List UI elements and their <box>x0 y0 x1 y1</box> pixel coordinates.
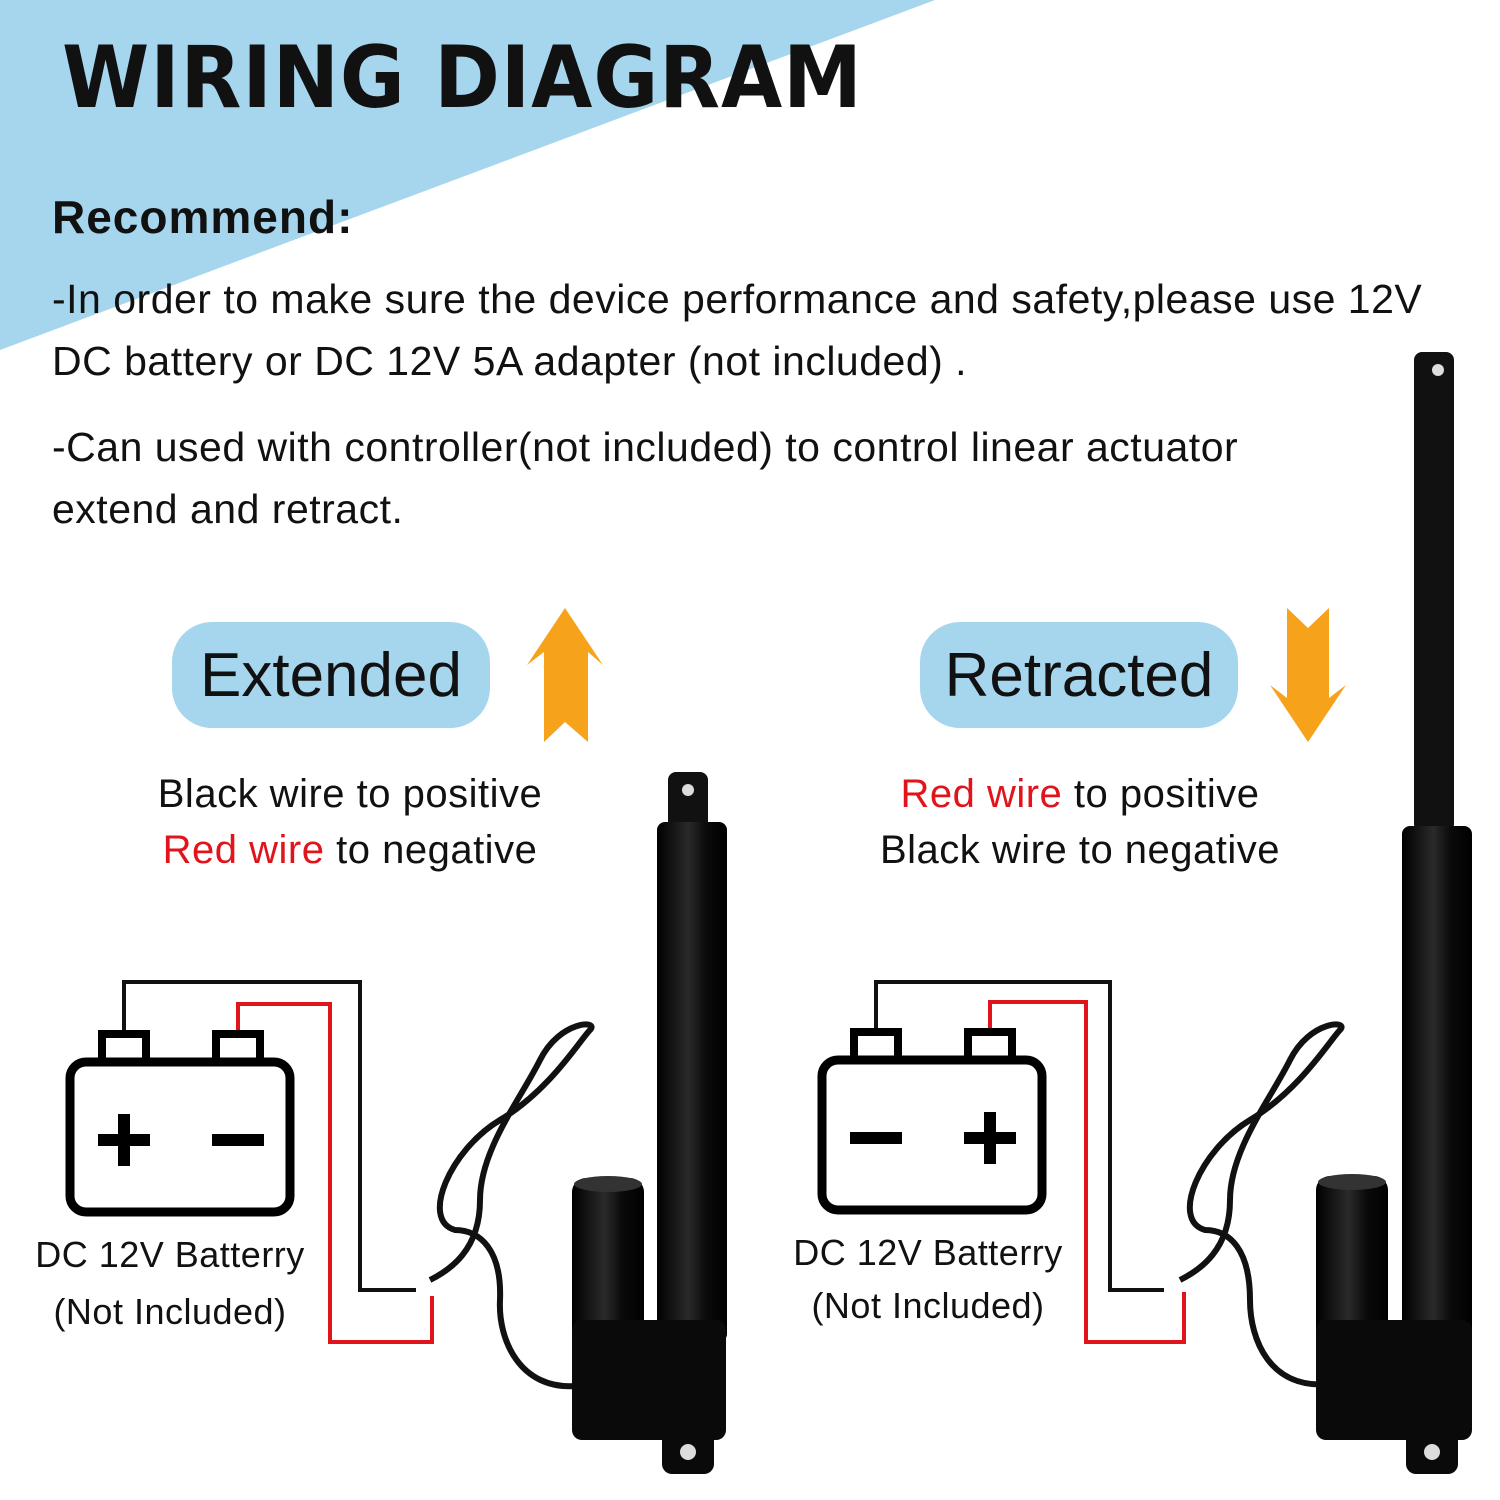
extended-label-text: Extended <box>200 640 462 710</box>
red-wire-label: Red wire <box>162 828 325 872</box>
retracted-label-text: Retracted <box>944 640 1214 710</box>
down-arrow-icon <box>1270 608 1346 742</box>
note-power: -In order to make sure the device perfor… <box>52 276 1423 384</box>
right-actuator-cable <box>1178 1021 1345 1388</box>
left-actuator-cable <box>428 1021 595 1390</box>
note-controller: -Can used with controller(not included) … <box>52 424 1239 532</box>
up-arrow-icon <box>527 608 603 742</box>
extended-instruction-2-rest: to negative <box>324 828 538 872</box>
recommend-heading: Recommend: <box>52 191 354 243</box>
left-wires <box>122 980 434 1344</box>
retracted-instruction-1-rest: to positive <box>1062 772 1260 816</box>
extended-instruction-1: Black wire to positive <box>157 772 543 816</box>
right-wires <box>874 980 1186 1344</box>
right-battery-label: DC 12V Batterry (Not Included) <box>772 1226 1084 1332</box>
left-actuator-icon <box>572 772 727 1474</box>
left-battery-label-line2: (Not Included) <box>53 1291 287 1332</box>
left-battery-icon <box>65 1030 295 1217</box>
extended-instructions: Black wire to positive Red wire to negat… <box>100 766 600 878</box>
right-battery-label-line2: (Not Included) <box>811 1285 1045 1326</box>
retracted-instructions: Red wire to positive Black wire to negat… <box>830 766 1330 878</box>
extended-instruction-2: Red wire to negative <box>100 822 600 878</box>
retracted-instruction-2: Black wire to negative <box>879 828 1281 872</box>
right-battery-label-line1: DC 12V Batterry <box>793 1232 1063 1273</box>
page-title: WIRING DIAGRAM <box>62 28 863 128</box>
right-actuator-icon <box>1316 352 1472 1474</box>
extended-label: Extended <box>172 622 490 728</box>
left-battery-label: DC 12V Batterry (Not Included) <box>10 1226 330 1340</box>
left-battery-label-line1: DC 12V Batterry <box>35 1234 305 1275</box>
retracted-label: Retracted <box>920 622 1238 728</box>
right-battery-icon <box>817 1028 1047 1215</box>
retracted-instruction-1: Red wire to positive <box>830 766 1330 822</box>
red-wire-label: Red wire <box>900 772 1063 816</box>
